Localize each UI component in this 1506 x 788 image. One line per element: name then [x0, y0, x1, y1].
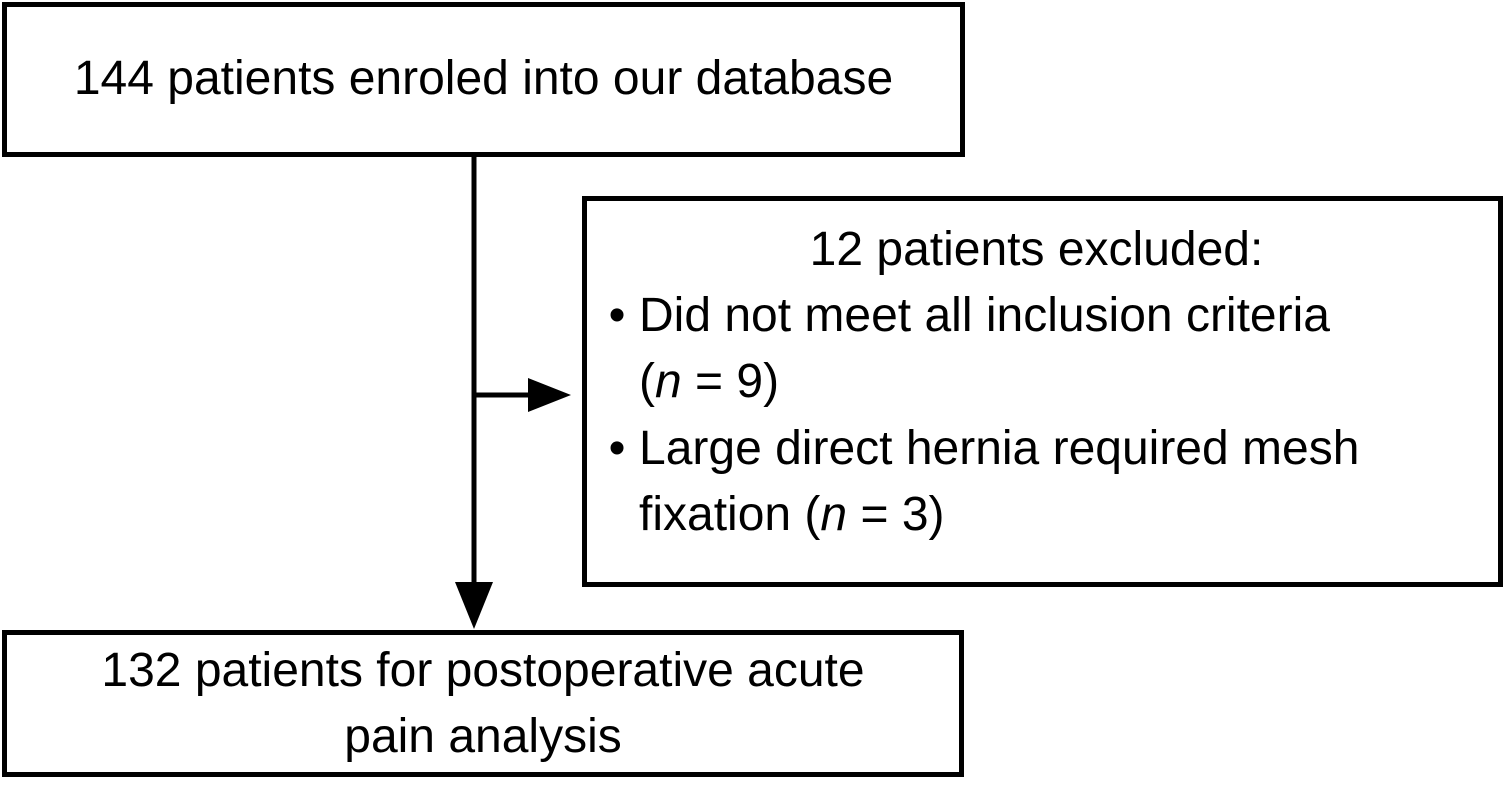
enrolled-box-text: 144 patients enroled into our database	[73, 52, 894, 106]
bullet-icon: •	[608, 289, 626, 343]
n-variable: n	[820, 487, 848, 541]
exclusion-reason: Did not meet all inclusion criteria (n = …	[639, 283, 1478, 415]
exclusion-count-open: (	[639, 355, 655, 409]
analysis-box-text-line2: pain analysis	[344, 709, 622, 763]
bullet-icon: •	[608, 421, 626, 475]
list-item: • Did not meet all inclusion criteria (n …	[595, 283, 1478, 415]
exclusion-reason-line1: Did not meet all inclusion criteria	[639, 289, 1330, 343]
right-arrowhead-icon	[528, 378, 571, 412]
exclusion-reason: Large direct hernia required mesh fixatio…	[639, 416, 1478, 548]
down-arrowhead-icon	[455, 582, 493, 629]
excluded-box-title: 12 patients excluded:	[809, 223, 1264, 276]
analysis-box-text-line1: 132 patients for postoperative acute	[101, 644, 865, 698]
excluded-box: 12 patients excluded: • Did not meet all…	[582, 196, 1503, 587]
n-variable: n	[654, 355, 682, 409]
exclusion-count-value: = 9)	[681, 355, 780, 409]
enrolled-box: 144 patients enroled into our database	[2, 2, 965, 157]
list-item: • Large direct hernia required mesh fixat…	[595, 416, 1478, 548]
exclusion-count-value: = 3)	[847, 487, 945, 541]
analysis-box: 132 patients for postoperative acute pai…	[2, 630, 964, 777]
exclusion-count-open: fixation (	[639, 487, 821, 541]
exclusion-reason-line1: Large direct hernia required mesh	[639, 421, 1360, 475]
